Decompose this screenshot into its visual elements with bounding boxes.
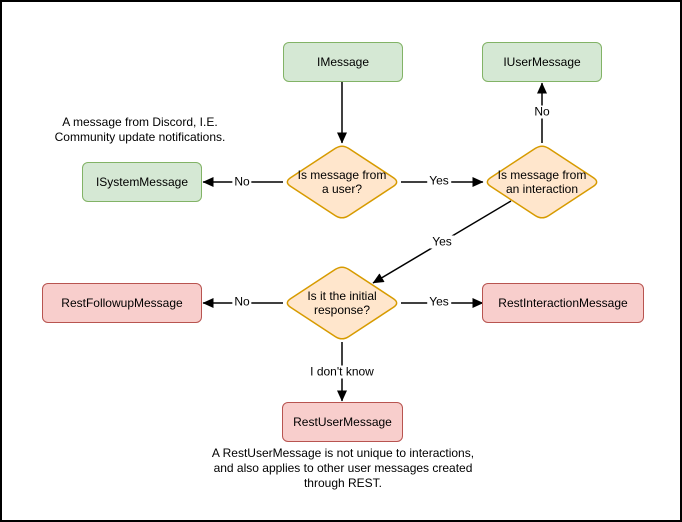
note-system-message: A message from Discord, I.E. Community u…	[54, 115, 226, 144]
node-restfollowupmessage-label: RestFollowupMessage	[61, 296, 183, 310]
edge-label-initial-yes: Yes	[427, 294, 451, 309]
node-isystemmessage: ISystemMessage	[82, 162, 202, 202]
node-iusermessage-label: IUserMessage	[503, 55, 581, 69]
node-restinteractionmessage-label: RestInteractionMessage	[498, 296, 628, 310]
edge-label-user-yes: Yes	[427, 173, 451, 188]
decision-is-from-interaction-shape	[486, 145, 598, 219]
node-iusermessage: IUserMessage	[482, 42, 602, 82]
node-imessage: IMessage	[283, 42, 403, 82]
node-imessage-label: IMessage	[316, 55, 370, 69]
node-restusermessage-label: RestUserMessage	[293, 415, 392, 429]
decision-is-from-user-shape	[286, 145, 398, 219]
node-isystemmessage-label: ISystemMessage	[95, 175, 189, 189]
edge-label-interaction-yes: Yes	[430, 234, 454, 249]
node-restinteractionmessage: RestInteractionMessage	[482, 283, 644, 323]
decision-is-initial-response-shape	[286, 266, 398, 340]
edge-label-interaction-no: No	[532, 104, 552, 119]
edge-label-initial-unknown: I don't know	[308, 364, 376, 379]
node-restusermessage: RestUserMessage	[282, 402, 403, 442]
node-restfollowupmessage: RestFollowupMessage	[42, 283, 202, 323]
note-rest-user-message: A RestUserMessage is not unique to inter…	[211, 446, 475, 490]
edge-label-initial-no: No	[232, 294, 252, 309]
edge-label-user-no: No	[232, 174, 252, 189]
